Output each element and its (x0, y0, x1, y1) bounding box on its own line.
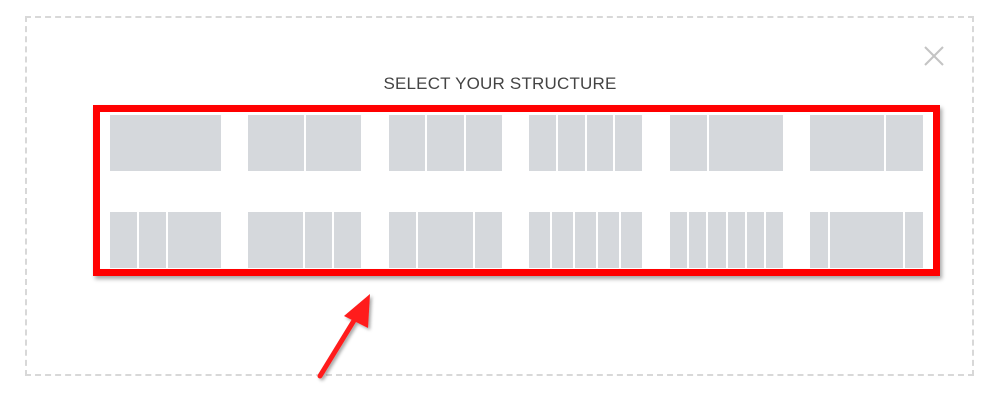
structure-column (248, 115, 304, 171)
structure-column (598, 212, 619, 268)
pointer-arrow-icon (317, 294, 370, 379)
structure-option[interactable] (529, 115, 642, 171)
close-icon[interactable] (918, 40, 950, 72)
structure-column (389, 212, 417, 268)
structure-column (529, 115, 556, 171)
structure-column (670, 115, 707, 171)
structure-option[interactable] (110, 115, 221, 171)
structure-column (529, 212, 550, 268)
structure-column (830, 212, 903, 268)
structure-option[interactable] (810, 115, 923, 171)
structure-option[interactable] (110, 212, 221, 268)
structure-column (557, 115, 585, 171)
structure-column (389, 115, 426, 171)
structure-column (586, 115, 614, 171)
highlight-box (93, 105, 940, 276)
structure-column (708, 212, 726, 268)
structure-column (110, 212, 137, 268)
structure-column (746, 212, 764, 268)
structure-column (305, 115, 361, 171)
structure-column (904, 212, 924, 268)
structure-option[interactable] (529, 212, 642, 268)
structure-column (765, 212, 784, 268)
structure-column (110, 115, 221, 171)
structure-column (333, 212, 361, 268)
modal-title: SELECT YOUR STRUCTURE (383, 74, 617, 93)
structure-column (167, 212, 221, 268)
structure-option[interactable] (810, 212, 924, 268)
structure-column (709, 115, 783, 171)
structure-option[interactable] (248, 115, 361, 171)
structure-column (474, 212, 502, 268)
structure-option[interactable] (389, 212, 502, 268)
structure-column (886, 115, 923, 171)
structure-picker-panel (25, 16, 974, 376)
structure-option[interactable] (248, 212, 361, 268)
structure-column (727, 212, 745, 268)
structure-option[interactable] (670, 115, 783, 171)
structure-column (621, 212, 642, 268)
structure-option[interactable] (670, 212, 784, 268)
structure-column (670, 212, 688, 268)
structure-column (427, 115, 464, 171)
structure-column (689, 212, 707, 268)
structure-column (575, 212, 596, 268)
structure-column (810, 212, 829, 268)
structure-column (248, 212, 303, 268)
structure-option[interactable] (389, 115, 502, 171)
structure-column (810, 115, 884, 171)
structure-column (552, 212, 573, 268)
structure-column (615, 115, 642, 171)
structure-column (465, 115, 502, 171)
structure-column (138, 212, 166, 268)
structure-column (304, 212, 332, 268)
structure-column (418, 212, 473, 268)
